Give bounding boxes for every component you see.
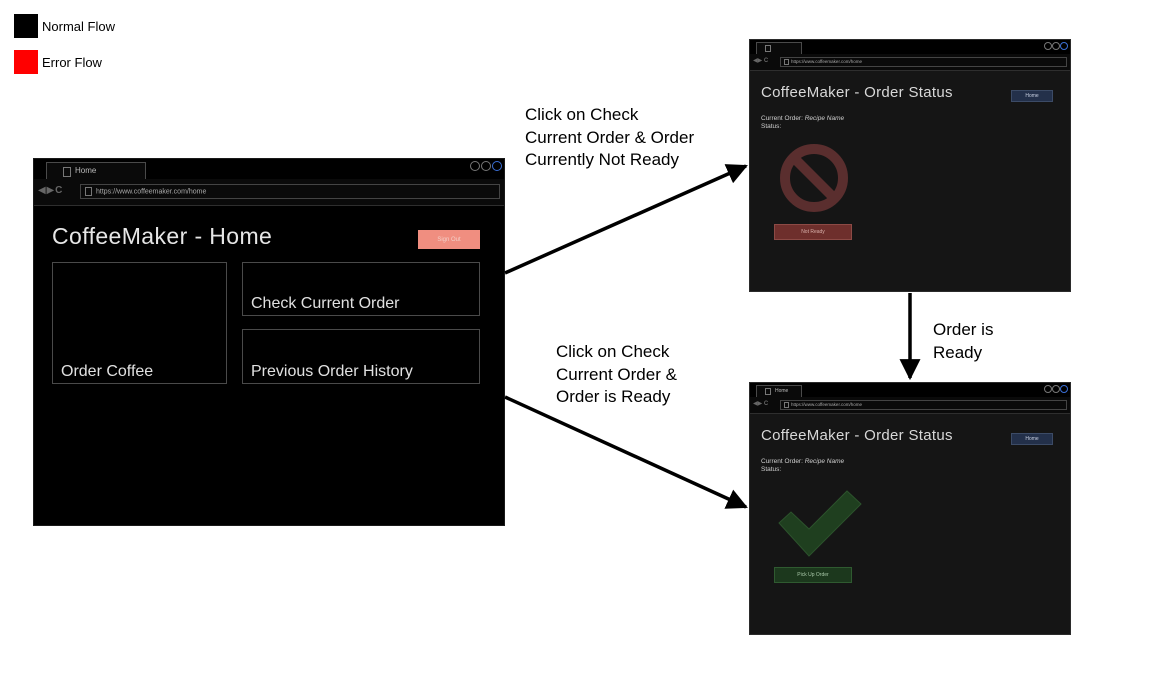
document-icon <box>765 388 771 395</box>
recipe-name: Recipe Name <box>804 115 845 122</box>
home-button[interactable]: Home <box>1011 90 1053 102</box>
card-label: Previous Order History <box>251 363 413 380</box>
pick-up-order-button[interactable]: Pick Up Order <box>774 567 852 583</box>
current-order-line: Current Order: Recipe Name <box>761 115 844 122</box>
page-title: CoffeeMaker - Home <box>52 223 273 249</box>
back-icon[interactable]: ◀ <box>753 401 758 407</box>
browser-tab[interactable]: Home <box>756 385 802 397</box>
url-text: https://www.coffeemaker.com/home <box>791 59 862 65</box>
url-text: https://www.coffeemaker.com/home <box>96 188 207 196</box>
window-controls <box>470 161 502 171</box>
minimize-icon[interactable] <box>470 161 480 171</box>
not-ready-button[interactable]: Not Ready <box>774 224 852 240</box>
legend-label: Normal Flow <box>42 18 115 34</box>
nav-icons: ◀▶ C <box>753 57 768 64</box>
nav-icons: ◀ ▶ C <box>38 185 62 196</box>
order-coffee-card[interactable]: Order Coffee <box>52 262 227 384</box>
reload-icon[interactable]: C <box>55 185 63 196</box>
url-field[interactable]: https://www.coffeemaker.com/home <box>780 57 1067 67</box>
status-label: Status: <box>761 466 782 473</box>
legend-error-flow: Error Flow <box>14 50 102 74</box>
status-label: Status: <box>761 123 782 130</box>
flow-label-order-ready: Order is Ready <box>933 320 994 362</box>
url-field[interactable]: https://www.coffeemaker.com/home <box>780 400 1067 410</box>
legend-label: Error Flow <box>42 54 102 70</box>
maximize-icon[interactable] <box>481 161 491 171</box>
document-icon <box>63 167 71 177</box>
order-status-ready-mockup: Home ◀▶ C https://www.coffeemaker.com/ho… <box>749 382 1071 635</box>
document-icon <box>765 45 771 52</box>
home-button[interactable]: Home <box>1011 433 1053 445</box>
reload-icon[interactable]: C <box>763 401 769 407</box>
address-bar: ◀▶ C https://www.coffeemaker.com/home <box>750 54 1070 71</box>
card-label: Order Coffee <box>61 363 154 380</box>
forward-icon[interactable]: ▶ <box>757 401 763 407</box>
error-flow-swatch <box>14 50 38 74</box>
check-current-order-card[interactable]: Check Current Order <box>242 262 480 316</box>
checkmark-icon <box>778 490 862 557</box>
previous-order-history-card[interactable]: Previous Order History <box>242 329 480 384</box>
page-icon <box>784 402 789 408</box>
browser-tab[interactable]: Home <box>46 162 146 179</box>
close-icon[interactable] <box>1060 42 1068 50</box>
back-icon[interactable]: ◀ <box>38 185 46 196</box>
card-label: Check Current Order <box>251 295 400 312</box>
close-icon[interactable] <box>1060 385 1068 393</box>
url-field[interactable]: https://www.coffeemaker.com/home <box>80 184 500 199</box>
address-bar: ◀ ▶ C https://www.coffeemaker.com/home <box>34 179 504 206</box>
forward-icon[interactable]: ▶ <box>757 58 763 64</box>
page-icon <box>85 187 92 196</box>
tab-bar <box>750 40 1070 54</box>
legend-normal-flow: Normal Flow <box>14 14 115 38</box>
minimize-icon[interactable] <box>1044 42 1052 50</box>
minimize-icon[interactable] <box>1044 385 1052 393</box>
order-status-not-ready-mockup: ◀▶ C https://www.coffeemaker.com/home Co… <box>749 39 1071 292</box>
current-order-label: Current Order: <box>761 458 803 465</box>
window-controls <box>1044 385 1068 393</box>
tab-label: Home <box>775 388 789 394</box>
recipe-name: Recipe Name <box>804 458 845 465</box>
flow-label-not-ready: Click on Check Current Order & Order Cur… <box>525 105 695 169</box>
current-order-label: Current Order: <box>761 115 803 122</box>
page-icon <box>784 59 789 65</box>
flow-arrow-home-to-not-ready <box>504 164 748 275</box>
page-title: CoffeeMaker - Order Status <box>761 427 953 444</box>
maximize-icon[interactable] <box>1052 385 1060 393</box>
normal-flow-swatch <box>14 14 38 38</box>
current-order-line: Current Order: Recipe Name <box>761 458 844 465</box>
back-icon[interactable]: ◀ <box>753 58 758 64</box>
url-text: https://www.coffeemaker.com/home <box>791 402 862 408</box>
flow-arrow-home-to-ready <box>504 395 748 509</box>
tab-bar: Home <box>34 159 504 179</box>
page-title: CoffeeMaker - Order Status <box>761 84 953 101</box>
window-controls <box>1044 42 1068 50</box>
address-bar: ◀▶ C https://www.coffeemaker.com/home <box>750 397 1070 414</box>
nav-icons: ◀▶ C <box>753 400 768 407</box>
prohibited-icon <box>780 144 848 212</box>
tab-label: Home <box>75 166 97 175</box>
flow-label-ready: Click on Check Current Order & Order is … <box>556 342 677 406</box>
close-icon[interactable] <box>492 161 502 171</box>
forward-icon[interactable]: ▶ <box>46 185 55 196</box>
browser-tab[interactable] <box>756 42 802 54</box>
maximize-icon[interactable] <box>1052 42 1060 50</box>
sign-out-button[interactable]: Sign Out <box>418 230 480 249</box>
tab-bar: Home <box>750 383 1070 397</box>
home-window-mockup: Home ◀ ▶ C https://www.coffeemaker.com/h… <box>33 158 505 526</box>
reload-icon[interactable]: C <box>763 58 769 64</box>
